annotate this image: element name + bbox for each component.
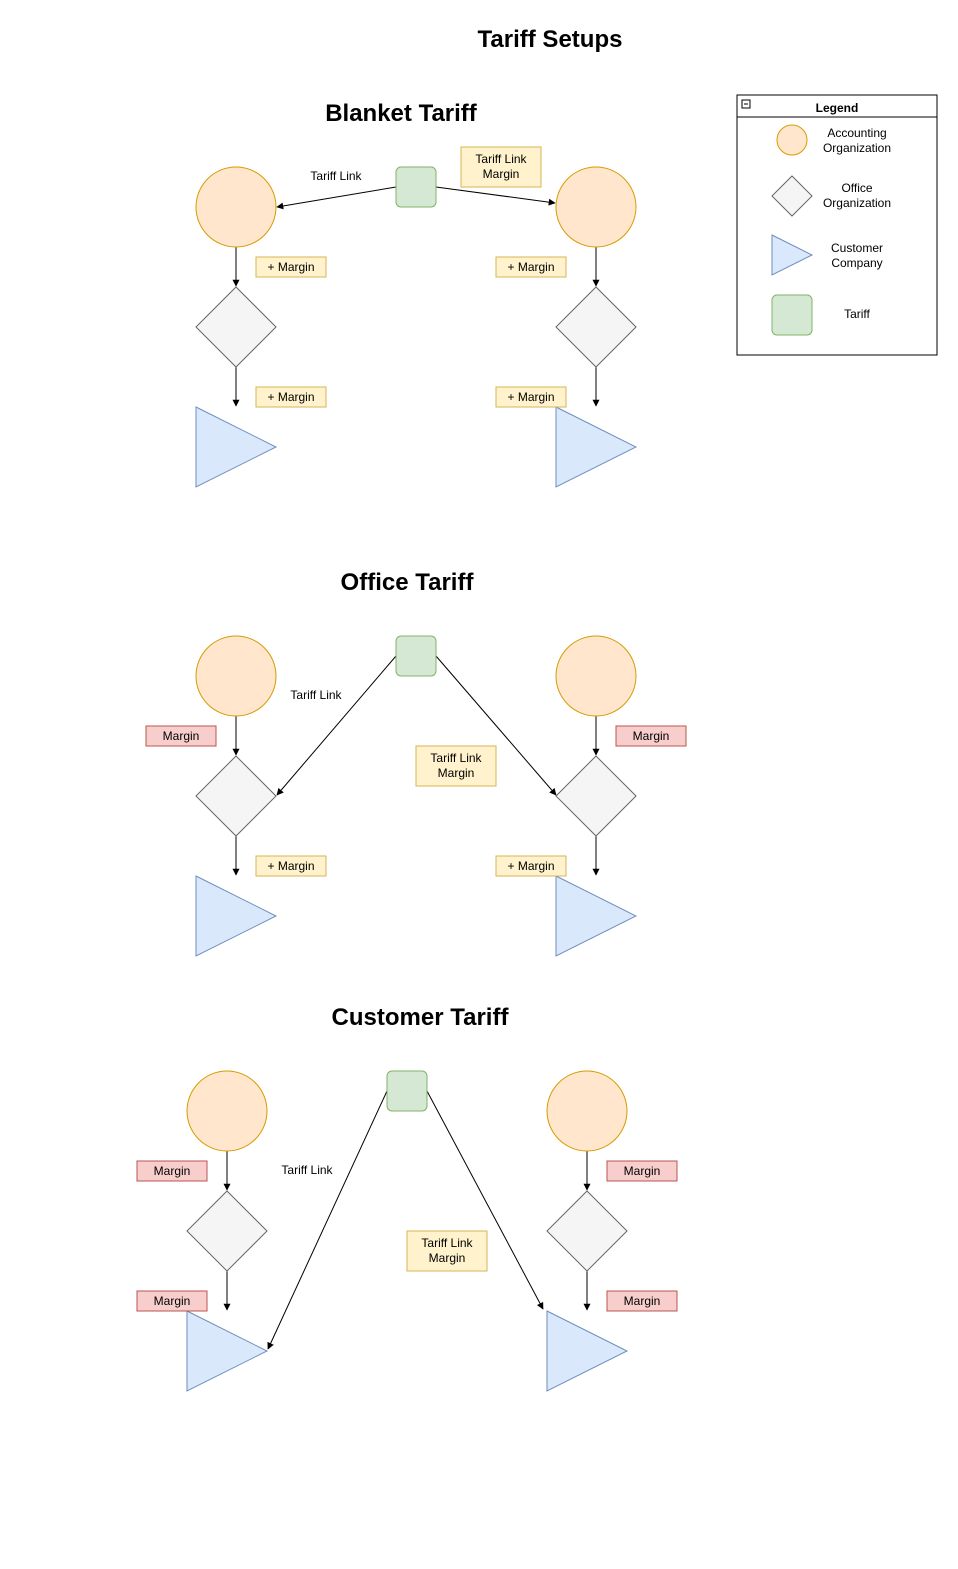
legend-title: Legend xyxy=(816,101,859,115)
margin-label-right-top xyxy=(606,1160,678,1182)
margin-label-right-top xyxy=(615,725,687,747)
office-node-right xyxy=(555,286,637,368)
margin-label-right-bottom-text: + Margin xyxy=(507,390,554,404)
section-title-customer: Customer Tariff xyxy=(331,1004,509,1031)
customer-node-left xyxy=(195,406,278,488)
tariff-node xyxy=(386,1070,428,1112)
margin-label-left-bottom xyxy=(255,386,327,408)
office-node-left xyxy=(195,286,277,368)
legend-tariff-icon xyxy=(771,294,813,336)
margin-label-left-top-text: Margin xyxy=(163,729,200,743)
edge-tariff-to-left-office xyxy=(276,655,397,796)
margin-label-left-bottom-text: + Margin xyxy=(267,859,314,873)
margin-label-left-top xyxy=(145,725,217,747)
tariff-link-label: Tariff Link xyxy=(290,688,342,702)
section-title-blanket: Blanket Tariff xyxy=(325,100,477,127)
tariff-link-label: Tariff Link xyxy=(310,169,362,183)
edge-tariff-to-right-customer xyxy=(426,1090,544,1310)
margin-label-left-bottom xyxy=(255,855,327,877)
customer-node-left xyxy=(186,1310,269,1392)
margin-label-left-top xyxy=(255,256,327,278)
margin-label-left-top xyxy=(136,1160,208,1182)
margin-label-right-top-text: Margin xyxy=(633,729,670,743)
page-title: Tariff Setups xyxy=(477,26,623,53)
accounting-node-left xyxy=(195,635,277,717)
customer-node-left xyxy=(195,875,278,957)
margin-label-left-bottom-text: Margin xyxy=(154,1294,191,1308)
legend-label-tariff: Tariff xyxy=(844,307,870,321)
office-node-right xyxy=(555,755,637,837)
margin-label-right-bottom-text: Margin xyxy=(624,1294,661,1308)
tariff-link-margin-box xyxy=(406,1230,488,1272)
tariff-node xyxy=(395,166,437,208)
office-node-right xyxy=(546,1190,628,1272)
tariff-node xyxy=(395,635,437,677)
edge-tariff-to-right-accounting xyxy=(435,186,556,206)
margin-label-right-top-text: + Margin xyxy=(507,260,554,274)
customer-node-right xyxy=(546,1310,629,1392)
accounting-node-left xyxy=(186,1070,268,1152)
margin-label-right-top xyxy=(495,256,567,278)
legend-circle-icon xyxy=(776,124,808,156)
accounting-node-left xyxy=(195,166,277,248)
margin-label-left-top-text: + Margin xyxy=(267,260,314,274)
margin-label-right-top-text: Margin xyxy=(624,1164,661,1178)
office-node-left xyxy=(195,755,277,837)
margin-label-right-bottom xyxy=(495,855,567,877)
accounting-node-right xyxy=(555,166,637,248)
tariff-link-margin-box xyxy=(415,745,497,787)
accounting-node-right xyxy=(546,1070,628,1152)
edge-tariff-to-left-accounting xyxy=(276,186,397,210)
margin-label-right-bottom xyxy=(495,386,567,408)
tariff-link-label: Tariff Link xyxy=(281,1163,333,1177)
accounting-node-right xyxy=(555,635,637,717)
margin-label-left-bottom xyxy=(136,1290,208,1312)
edge-tariff-to-right-office xyxy=(435,655,557,796)
office-node-left xyxy=(186,1190,268,1272)
margin-label-left-top-text: Margin xyxy=(154,1164,191,1178)
margin-label-right-bottom-text: + Margin xyxy=(507,859,554,873)
customer-node-right xyxy=(555,406,638,488)
margin-label-left-bottom-text: + Margin xyxy=(267,390,314,404)
legend-triangle-icon xyxy=(771,234,814,276)
customer-node-right xyxy=(555,875,638,957)
tariff-link-margin-box xyxy=(460,146,542,188)
edge-tariff-to-left-customer xyxy=(267,1090,388,1350)
margin-label-right-bottom xyxy=(606,1290,678,1312)
legend-diamond-icon xyxy=(771,175,813,217)
legend-box xyxy=(736,94,938,356)
section-title-office: Office Tariff xyxy=(340,569,474,596)
